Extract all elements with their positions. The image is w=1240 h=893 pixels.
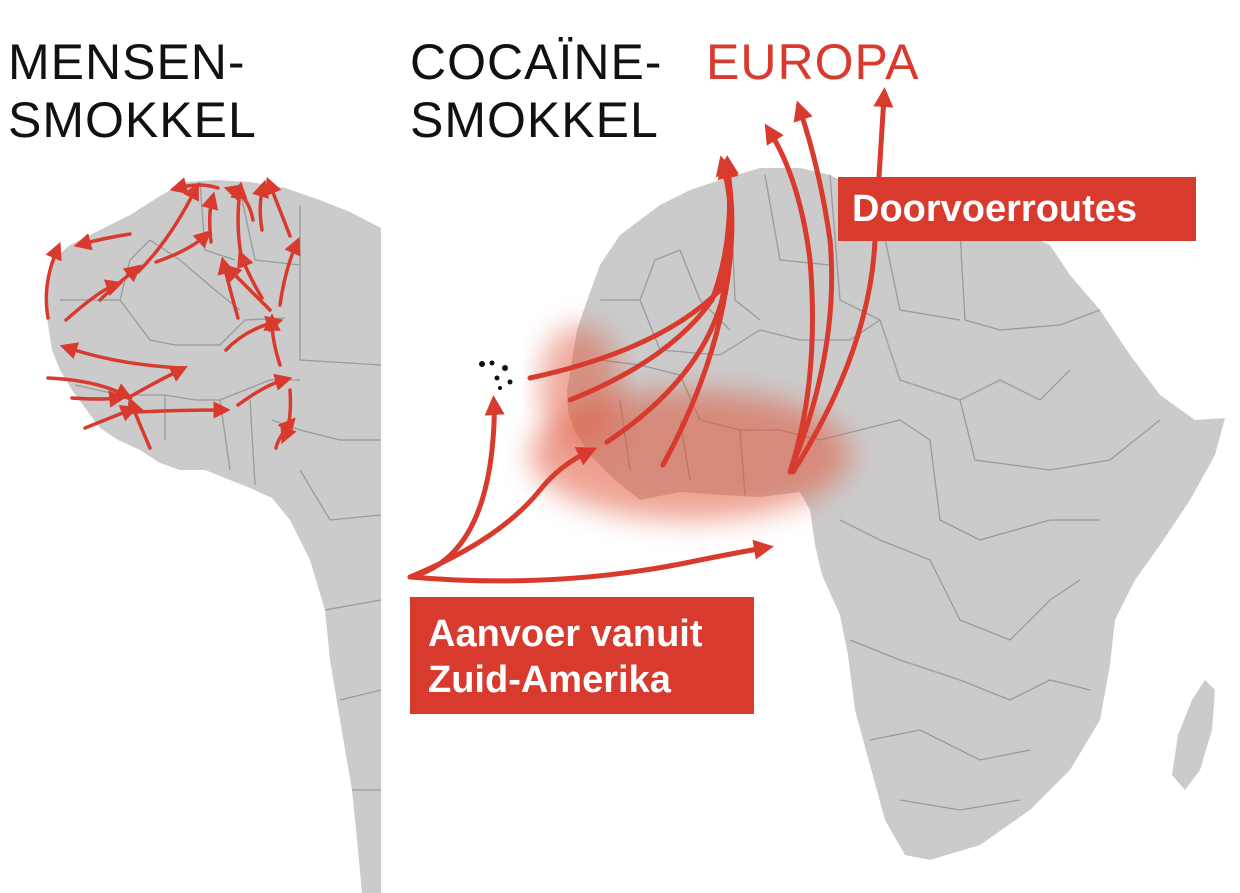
west-africa-land (45, 180, 381, 893)
cocaine-supply-routes (407, 395, 774, 584)
left-panel-map (45, 180, 381, 893)
transit-routes-label: Doorvoerroutes (838, 177, 1196, 241)
route-arrow (252, 179, 269, 232)
madagascar-land (1172, 680, 1215, 790)
left-title-line2: SMOKKEL (8, 92, 257, 148)
route-arrow (73, 232, 132, 251)
route-arrow (70, 390, 127, 408)
africa-country-borders (599, 174, 1161, 811)
right-panel-title: COCAÏNE- SMOKKEL (410, 33, 662, 149)
route-arrow (265, 176, 292, 238)
route-arrow (223, 263, 272, 312)
right-title-line2: SMOKKEL (410, 92, 659, 148)
transit-route-arrow (790, 87, 894, 475)
route-arrow (274, 417, 296, 450)
route-arrow (169, 177, 220, 195)
supply-label-line1: Aanvoer vanuit (428, 613, 703, 655)
supply-route-arrow (407, 539, 774, 584)
africa-land (567, 168, 1225, 860)
cocaine-transit-routes (527, 87, 894, 475)
route-arrow (64, 279, 124, 322)
right-panel-map (479, 168, 1225, 860)
route-arrow (263, 313, 282, 367)
left-title-line1: MENSEN- (8, 34, 246, 90)
supply-route-arrow (407, 395, 505, 580)
left-panel-title: MENSEN- SMOKKEL (8, 33, 257, 149)
supply-label: Aanvoer vanuit Zuid-Amerika (410, 597, 754, 714)
route-arrow (236, 373, 293, 407)
route-arrow (237, 249, 264, 300)
coast-hotspot-glow (540, 325, 620, 445)
route-arrow (278, 236, 301, 307)
route-arrow (44, 241, 62, 320)
route-arrow (201, 191, 219, 244)
right-title-line1: COCAÏNE- (410, 34, 663, 90)
route-arrow (83, 405, 139, 430)
cape-verde-islands-icon (479, 360, 513, 390)
left-country-borders (60, 181, 381, 791)
route-arrow (126, 366, 188, 400)
transit-route-arrow (660, 158, 739, 468)
route-arrow (135, 401, 231, 419)
route-arrow (98, 264, 142, 302)
route-arrow (223, 184, 255, 222)
route-arrow (154, 230, 212, 264)
route-arrow (136, 182, 199, 274)
transit-route-arrow (787, 100, 835, 475)
left-human-smuggling-routes (44, 176, 301, 450)
europa-label: EUROPA (706, 34, 920, 90)
supply-label-line2: Zuid-Amerika (428, 659, 671, 701)
transit-route-arrow (764, 123, 815, 475)
supply-route-arrow (407, 447, 598, 580)
